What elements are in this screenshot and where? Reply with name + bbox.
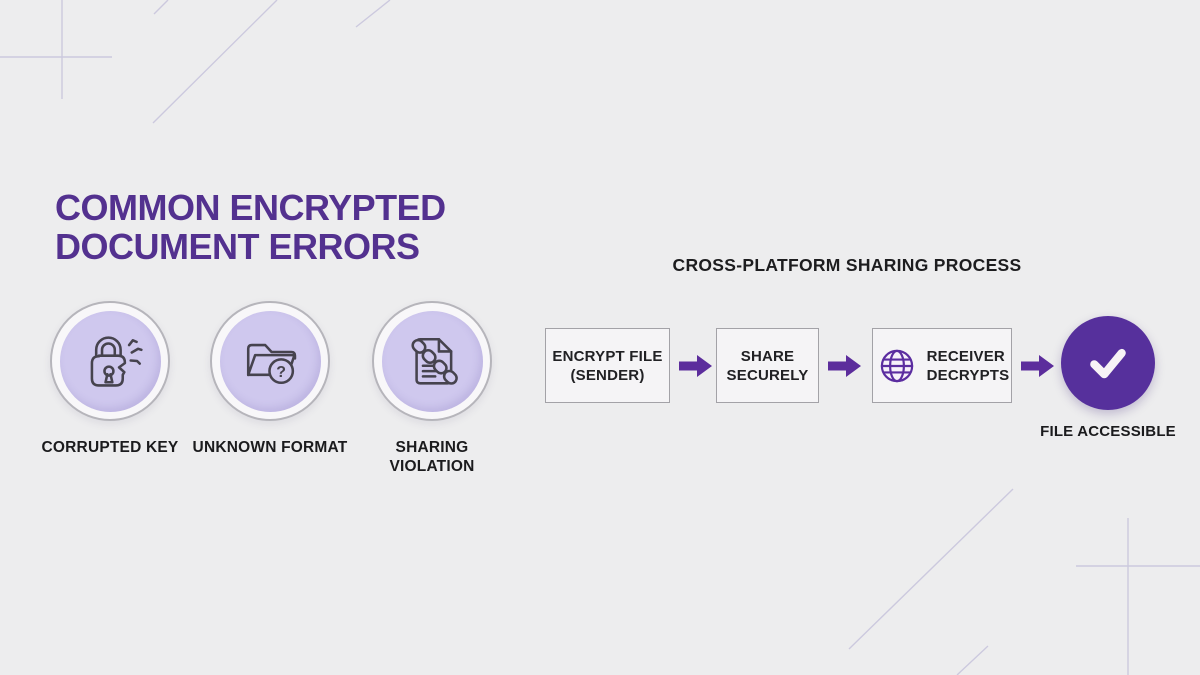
svg-text:?: ? xyxy=(276,364,286,381)
error-item-corrupted-key: CORRUPTED KEY xyxy=(30,301,190,457)
icon-disc: ? xyxy=(219,310,321,412)
flow-step-label: ENCRYPT FILE (SENDER) xyxy=(552,347,662,385)
title-line-2: DOCUMENT ERRORS xyxy=(55,226,420,267)
flow-step-encrypt-file: ENCRYPT FILE (SENDER) xyxy=(545,328,670,403)
arrow-right-icon xyxy=(679,355,712,377)
process-heading: CROSS-PLATFORM SHARING PROCESS xyxy=(672,255,1022,275)
success-circle xyxy=(1061,316,1155,410)
document-chain-icon xyxy=(411,337,458,385)
page-title: COMMON ENCRYPTED DOCUMENT ERRORS xyxy=(55,188,446,266)
flow-step-content: RECEIVER DECRYPTS xyxy=(867,344,1018,388)
error-item-label: SHARING VIOLATION xyxy=(389,439,475,475)
flow-step-line1: RECEIVER xyxy=(926,347,1005,365)
flow-step-label: RECEIVER DECRYPTS xyxy=(927,347,1010,385)
flow-step-label: SHARE SECURELY xyxy=(727,347,809,385)
flow-step-share-securely: SHARE SECURELY xyxy=(716,328,819,403)
arrow-right-icon xyxy=(828,355,861,377)
result-label: FILE ACCESSIBLE xyxy=(1040,423,1176,440)
flow-step-line1: ENCRYPT FILE xyxy=(552,347,663,365)
flow-step-line2: DECRYPTS xyxy=(926,366,1010,384)
title-line-1: COMMON ENCRYPTED xyxy=(55,187,446,228)
error-item-sharing-violation: SHARING VIOLATION xyxy=(352,301,512,476)
flow-step-receiver-decrypts: RECEIVER DECRYPTS xyxy=(872,328,1012,403)
broken-lock-icon xyxy=(90,336,143,387)
error-item-label: CORRUPTED KEY xyxy=(41,439,179,456)
arrow-right-icon xyxy=(1021,355,1054,377)
error-item-label: UNKNOWN FORMAT xyxy=(192,439,348,456)
icon-disc xyxy=(59,310,161,412)
icon-disc xyxy=(381,310,483,412)
checkmark-icon xyxy=(1090,348,1126,379)
icon-ring xyxy=(372,301,492,421)
globe-icon xyxy=(880,349,913,382)
flow-step-line2: SECURELY xyxy=(726,366,809,384)
error-item-unknown-format: ? UNKNOWN FORMAT xyxy=(190,301,350,457)
unknown-format-folder-icon: ? xyxy=(246,343,297,385)
icon-ring: ? xyxy=(210,301,330,421)
icon-ring xyxy=(50,301,170,421)
flow-step-line2: (SENDER) xyxy=(570,366,645,384)
flow-step-line1: SHARE xyxy=(740,347,795,365)
